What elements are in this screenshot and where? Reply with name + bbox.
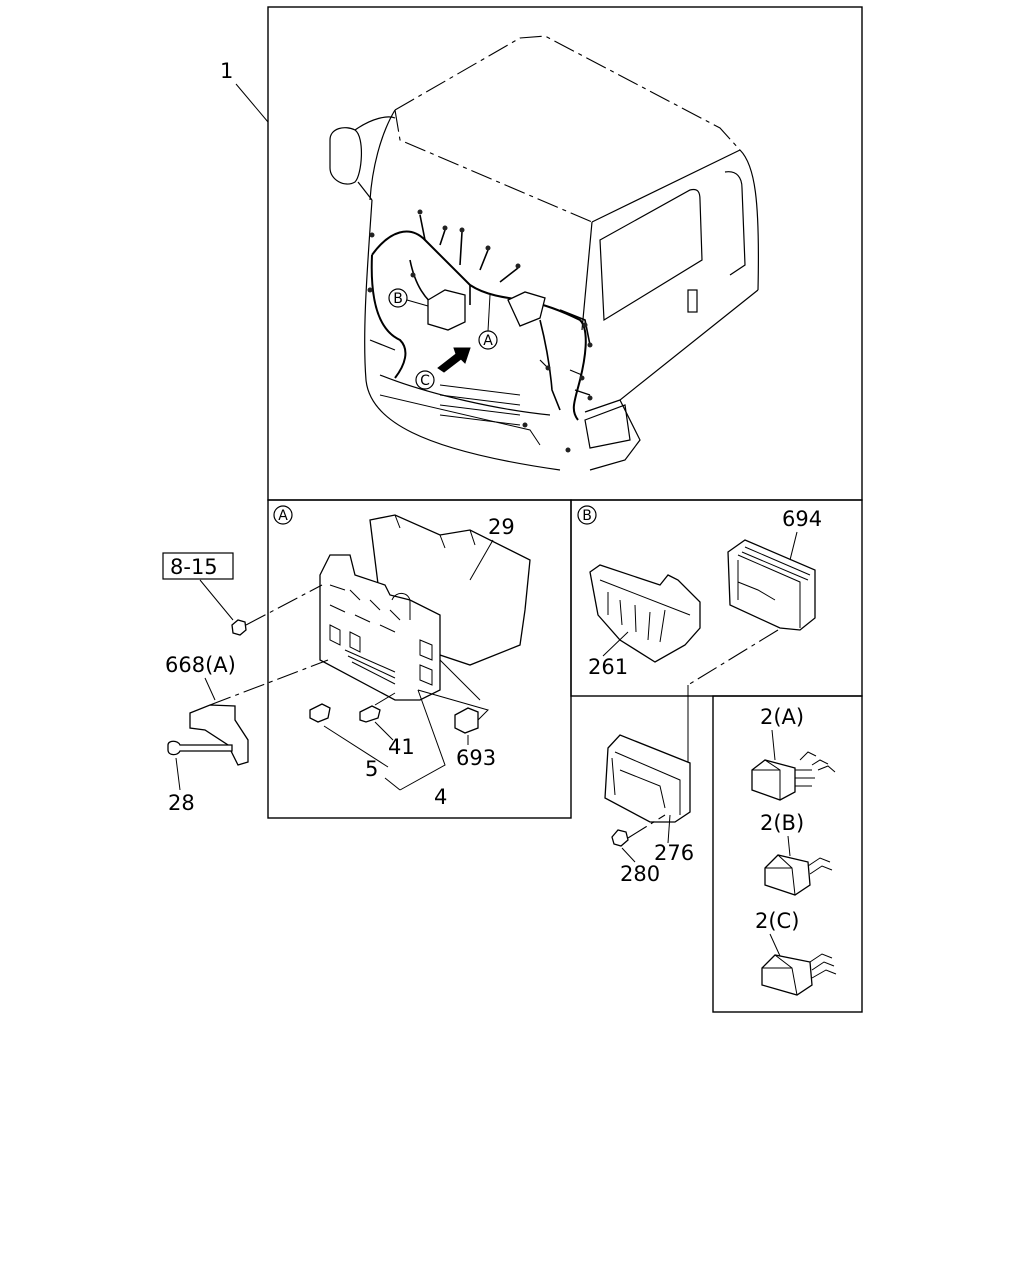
callout-261: 261: [588, 655, 628, 679]
wiring-harness: [367, 209, 593, 453]
detail-b: B 261 694: [577, 505, 822, 803]
connector: [545, 365, 551, 371]
connector: [417, 209, 423, 215]
callout-2b: 2(B): [760, 811, 804, 835]
nut-280: [611, 829, 629, 847]
callout-5: 5: [365, 757, 378, 781]
door-handle: [687, 289, 698, 313]
relay-2c: [761, 953, 837, 996]
relay-location: [507, 291, 546, 327]
fuse-box-location: [427, 289, 466, 331]
relay-panel-frame: [712, 695, 863, 1013]
detail-a: A 29 41 693 5 4: [273, 505, 531, 809]
relay-panel: 2(A) 2(B) 2(C): [751, 705, 837, 996]
svg-text:B: B: [582, 508, 592, 524]
callout-29: 29: [488, 515, 515, 539]
panel-frames: [267, 6, 863, 1013]
marker-a: A: [478, 330, 498, 350]
callout-4: 4: [434, 785, 447, 809]
connector: [515, 263, 521, 269]
connector: [485, 245, 491, 251]
svg-text:B: B: [393, 291, 403, 307]
connector: [579, 375, 585, 381]
callout-693: 693: [456, 746, 496, 770]
connector: [442, 225, 448, 231]
fuse-41: [359, 705, 381, 723]
detail-a-marker: A: [273, 505, 293, 525]
connector: [582, 322, 588, 328]
relay-693: [454, 707, 479, 734]
bracket: [189, 704, 249, 766]
callout-28: 28: [168, 791, 195, 815]
connector: [410, 272, 416, 278]
callout-8-15: 8-15: [170, 555, 218, 579]
callout-276: 276: [654, 841, 694, 865]
marker-b: B: [388, 288, 408, 308]
control-module-694: [727, 539, 816, 631]
callout-2a: 2(A): [760, 705, 804, 729]
connector: [522, 422, 528, 428]
callout-2c: 2(C): [755, 909, 799, 933]
bolt: [167, 740, 233, 756]
svg-text:A: A: [278, 508, 288, 524]
module-276-group: 276 280: [604, 734, 694, 886]
connector: [369, 232, 375, 238]
view-arrow: [437, 347, 471, 373]
detail-b-marker: B: [577, 505, 597, 525]
callout-1: 1: [220, 59, 233, 83]
ref-box-8-15: [162, 552, 234, 580]
nut: [231, 619, 247, 636]
svg-text:C: C: [420, 373, 430, 389]
callout-280: 280: [620, 862, 660, 886]
connector: [565, 447, 571, 453]
connector: [367, 287, 373, 293]
left-parts: 8-15 668(A) 28: [162, 552, 329, 815]
connector: [587, 395, 593, 401]
marker-c: C: [415, 370, 435, 390]
relay-2b: [764, 854, 833, 896]
mirror: [329, 127, 362, 185]
tray: [589, 564, 701, 663]
relay-2a: [751, 751, 836, 801]
connector: [459, 227, 465, 233]
cab-illustration: B A C: [329, 35, 760, 471]
connector: [587, 342, 593, 348]
fuse-5: [309, 703, 331, 723]
cab-panel-frame: [267, 6, 863, 501]
svg-text:A: A: [483, 333, 493, 349]
callout-668a: 668(A): [165, 653, 236, 677]
callout-694: 694: [782, 507, 822, 531]
